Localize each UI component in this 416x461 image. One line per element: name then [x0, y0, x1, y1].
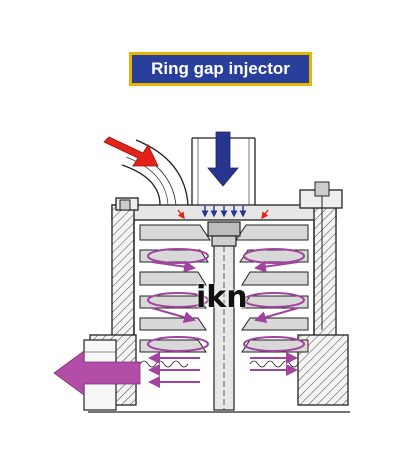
watermark-text: ikn — [196, 280, 248, 315]
bolts — [119, 181, 330, 330]
diagram-title: Ring gap injector — [129, 52, 312, 86]
central-shaft — [207, 221, 241, 411]
swirl-flow-arrows — [147, 248, 305, 388]
outlet-flow-arrow — [53, 350, 141, 396]
inlet-flow-arrow — [103, 136, 159, 167]
center-flow-arrow — [207, 131, 239, 187]
injection-arrows — [201, 206, 247, 218]
ring-gap-arrows — [177, 209, 269, 220]
inlet-pipe — [121, 139, 189, 206]
